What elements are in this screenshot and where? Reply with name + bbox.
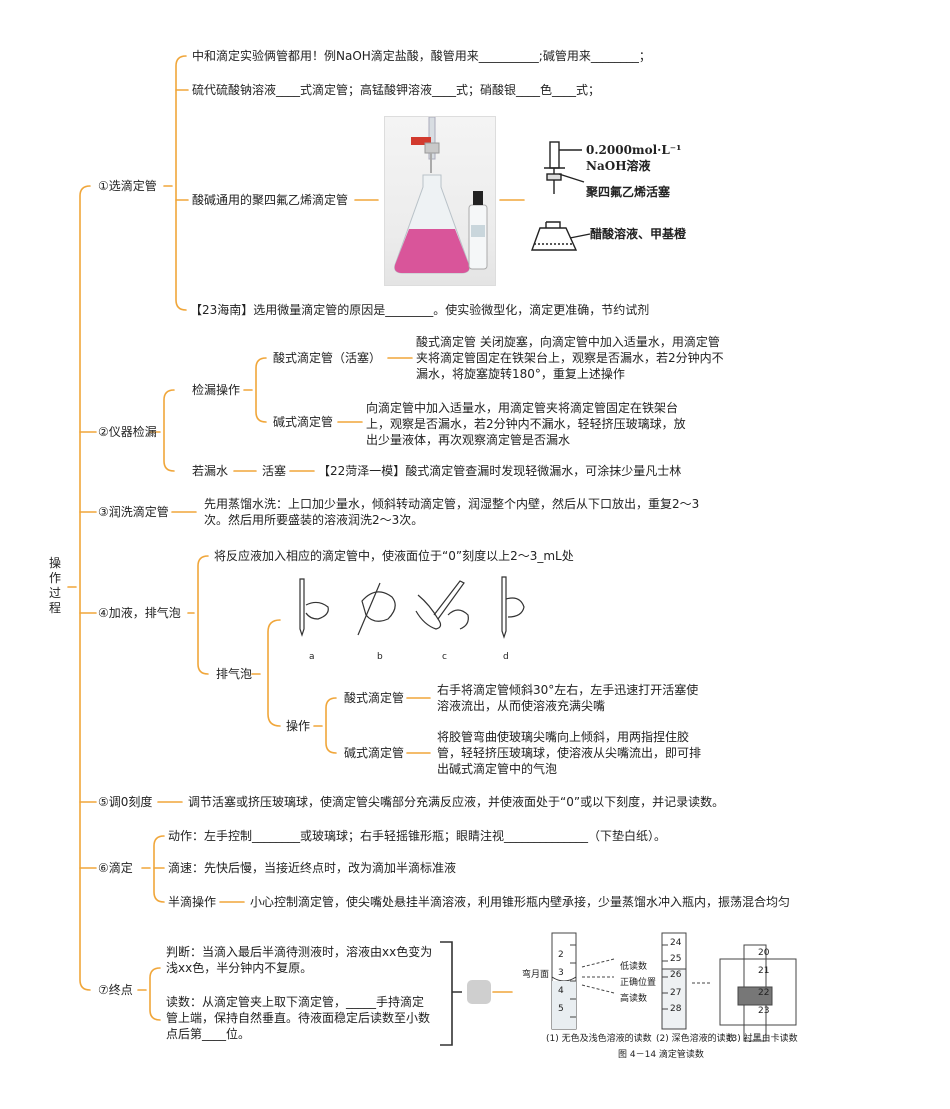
titration-speed: 滴速：先快后慢，当接近终点时，改为滴加半滴标准液	[168, 861, 457, 875]
burette-reading-figure	[510, 925, 810, 1060]
half-drop-desc: 小心控制滴定管，使尖嘴处悬挂半滴溶液，利用锥形瓶内壁承接，少量蒸馏水冲入瓶内，振…	[250, 895, 791, 909]
scale1-tick: 2	[558, 950, 564, 960]
zero-adjust-desc: 调节活塞或挤压玻璃球，使滴定管尖嘴部分充满反应液，并使液面处于“0”或以下刻度，…	[188, 795, 725, 809]
scale3-tick: 20	[758, 948, 770, 958]
titration-sketch	[530, 138, 705, 263]
scale2-tick: 25	[670, 954, 682, 964]
node-fill-remove-bubbles: ④加液，排气泡	[98, 606, 181, 620]
acid-leak-desc: 酸式滴定管 关闭旋塞，向滴定管中加入适量水，用滴定管夹将滴定管固定在铁架台上，观…	[416, 335, 724, 381]
scale2-tick: 24	[670, 938, 682, 948]
node-endpoint: ⑦终点	[98, 983, 133, 997]
node-leak-operation: 检漏操作	[192, 383, 241, 397]
titration-action: 动作：左手控制________或玻璃球；右手轻摇锥形瓶；眼睛注视________…	[168, 829, 667, 843]
scale3-tick: 22	[758, 988, 770, 998]
node-operation: 操作	[286, 719, 311, 733]
fig-correct-position: 正确位置	[620, 978, 657, 988]
node-acid-burette: 酸式滴定管	[344, 691, 405, 705]
leak-fix-desc: 【22菏泽一模】酸式滴定管查漏时发现轻微漏水，可涂抹少量凡士林	[318, 464, 682, 478]
sketch-naoh: NaOH溶液	[586, 159, 651, 173]
node-leak-check: ②仪器检漏	[98, 425, 157, 439]
node-base-burette: 碱式滴定管	[273, 415, 334, 429]
scale1-tick: 4	[558, 986, 564, 996]
bubble-removal-figure	[288, 575, 530, 665]
scale2-tick: 27	[670, 988, 682, 998]
fig-high-reading: 高读数	[620, 994, 648, 1004]
fill-desc: 将反应液加入相应的滴定管中，使液面位于“0”刻度以上2～3_mL处	[214, 549, 574, 563]
node-base-burette-2: 碱式滴定管	[344, 746, 405, 760]
sketch-flask-solution: 醋酸溶液、甲基橙	[590, 227, 687, 241]
node-acid-burette-stopcock: 酸式滴定管（活塞）	[273, 351, 382, 365]
s1-item-both-used: 中和滴定实验俩管都用！例NaOH滴定盐酸，酸管用来__________;碱管用来…	[192, 49, 651, 63]
root-label: 操作过程	[48, 556, 61, 615]
figure-label-d: d	[503, 652, 509, 662]
fig-title: 图 4－14 滴定管读数	[618, 1050, 704, 1060]
rinse-desc: 先用蒸馏水洗：上口加少量水，倾斜转动滴定管，润湿整个内壁，然后从下口放出，重复2…	[204, 497, 700, 527]
fig-caption-3: (3) 衬黑白卡读数	[728, 1034, 798, 1044]
endpoint-reading: 读数：从滴定管夹上取下滴定管，_____手持滴定管上端，保持自然垂直。待液面稳定…	[166, 995, 431, 1041]
scale2-tick: 28	[670, 1004, 682, 1014]
scale2-tick: 26	[670, 970, 682, 980]
node-titration: ⑥滴定	[98, 861, 133, 875]
scale1-tick: 3	[558, 968, 564, 978]
fig-meniscus: 弯月面	[522, 970, 550, 980]
sketch-concentration: 0.2000mol·L⁻¹	[586, 143, 682, 157]
scale1-tick: 5	[558, 1004, 564, 1014]
fig-caption-1: (1) 无色及浅色溶液的读数	[546, 1034, 652, 1044]
endpoint-judgement: 判断：当滴入最后半滴待测液时，溶液由xx色变为浅xx色，半分钟内不复原。	[166, 945, 433, 975]
node-if-leaking: 若漏水	[192, 464, 229, 478]
flask-photo	[384, 116, 496, 286]
scale3-tick: 23	[758, 1006, 770, 1016]
node-rinse-burette: ③润洗滴定管	[98, 505, 169, 519]
figure-label-c: c	[442, 652, 447, 662]
s1-item-burette-types: 硫代硫酸钠溶液____式滴定管；高锰酸钾溶液____式；硝酸银____色____…	[192, 83, 601, 97]
acid-bubble-desc: 右手将滴定管倾斜30°左右，左手迅速打开活塞使溶液流出，从而使溶液充满尖嘴	[437, 683, 699, 713]
node-remove-bubbles: 排气泡	[216, 667, 253, 681]
node-select-burette: ①选滴定管	[98, 179, 157, 193]
fig-caption-2: (2) 深色溶液的读数	[656, 1034, 735, 1044]
node-stopcock: 活塞	[262, 464, 287, 478]
sketch-ptfe-valve: 聚四氟乙烯活塞	[586, 185, 671, 199]
base-leak-desc: 向滴定管中加入适量水，用滴定管夹将滴定管固定在铁架台上，观察是否漏水，若2分钟内…	[366, 401, 686, 447]
collapsed-node[interactable]	[467, 980, 491, 1004]
node-half-drop: 半滴操作	[168, 895, 217, 909]
fig-low-reading: 低读数	[620, 962, 648, 972]
s1-item-micro-burette: 【23海南】选用微量滴定管的原因是________。使实验微型化，滴定更准确，节…	[190, 303, 650, 317]
s1-item-ptfe-burette: 酸碱通用的聚四氟乙烯滴定管	[192, 193, 349, 207]
figure-label-b: b	[377, 652, 383, 662]
scale3-tick: 21	[758, 966, 770, 976]
node-zero-adjust: ⑤调0刻度	[98, 795, 153, 809]
base-bubble-desc: 将胶管弯曲使玻璃尖嘴向上倾斜，用两指捏住胶管，轻轻挤压玻璃球，使溶液从尖嘴流出，…	[437, 730, 702, 776]
figure-label-a: a	[309, 652, 315, 662]
